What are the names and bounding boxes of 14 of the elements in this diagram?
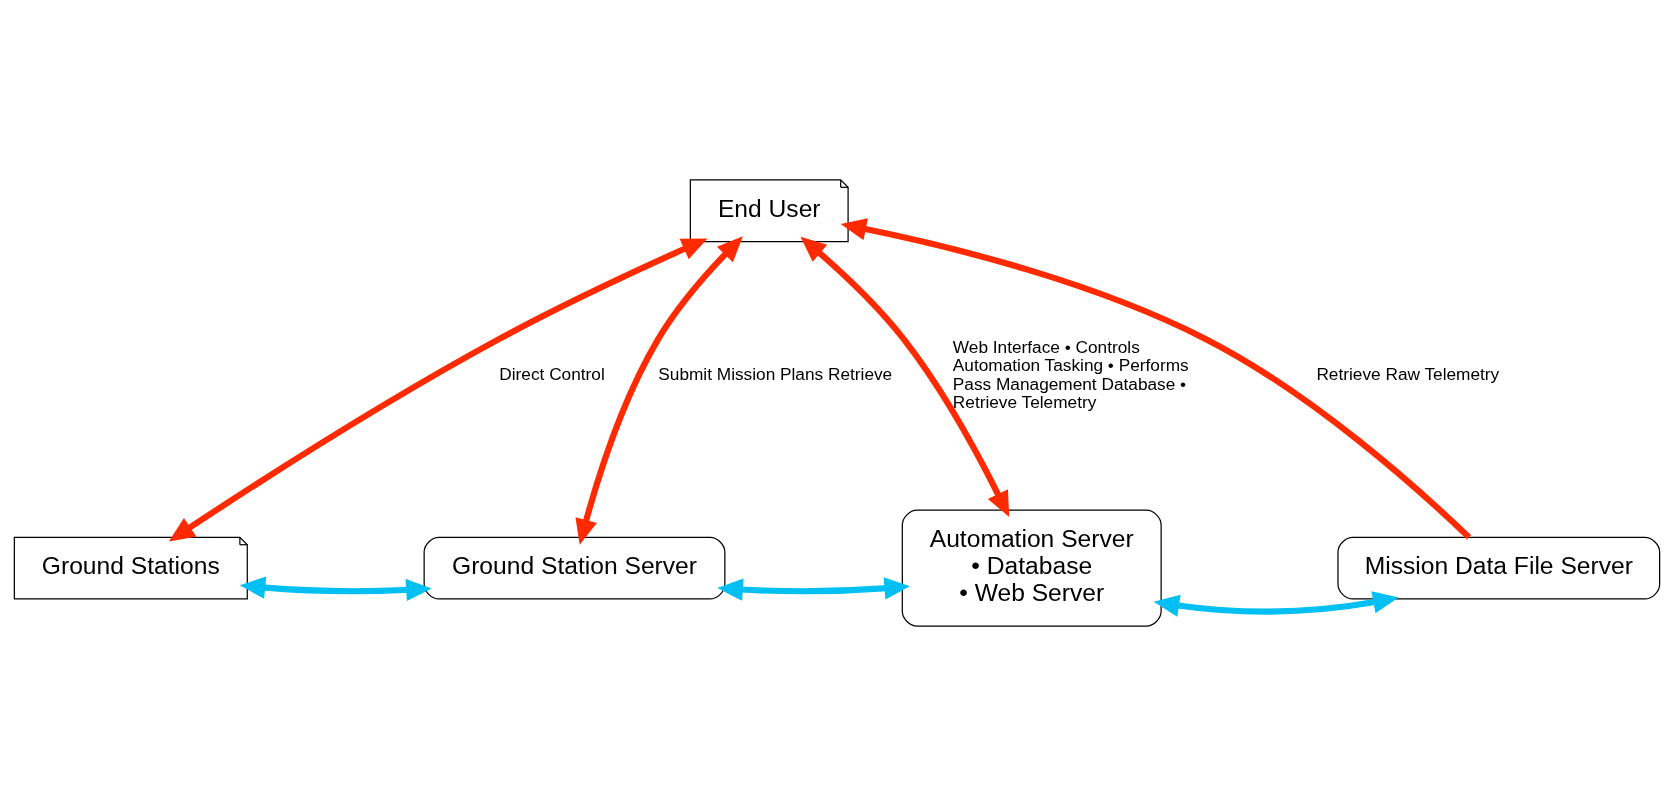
node-box: Mission Data File Server <box>1337 536 1661 600</box>
edge-label: Retrieve Raw Telemetry <box>1316 364 1500 385</box>
node-box: Automation Server • Database • Web Server <box>901 509 1162 627</box>
edge-label: Direct Control <box>499 364 605 385</box>
edge-label: Submit Mission Plans Retrieve <box>658 364 893 385</box>
arrow <box>575 236 743 545</box>
arrow <box>800 236 1010 517</box>
edge-label: Web Interface • Controls Automation Tasking • Performs Pass Management Database • Retrieve Telemetry <box>952 336 1189 413</box>
arrow <box>1153 591 1399 617</box>
node-box: Ground Station Server <box>423 536 726 600</box>
arrow <box>717 577 910 601</box>
arrow <box>840 218 1472 540</box>
arrow <box>239 576 432 602</box>
arrow <box>168 238 708 542</box>
